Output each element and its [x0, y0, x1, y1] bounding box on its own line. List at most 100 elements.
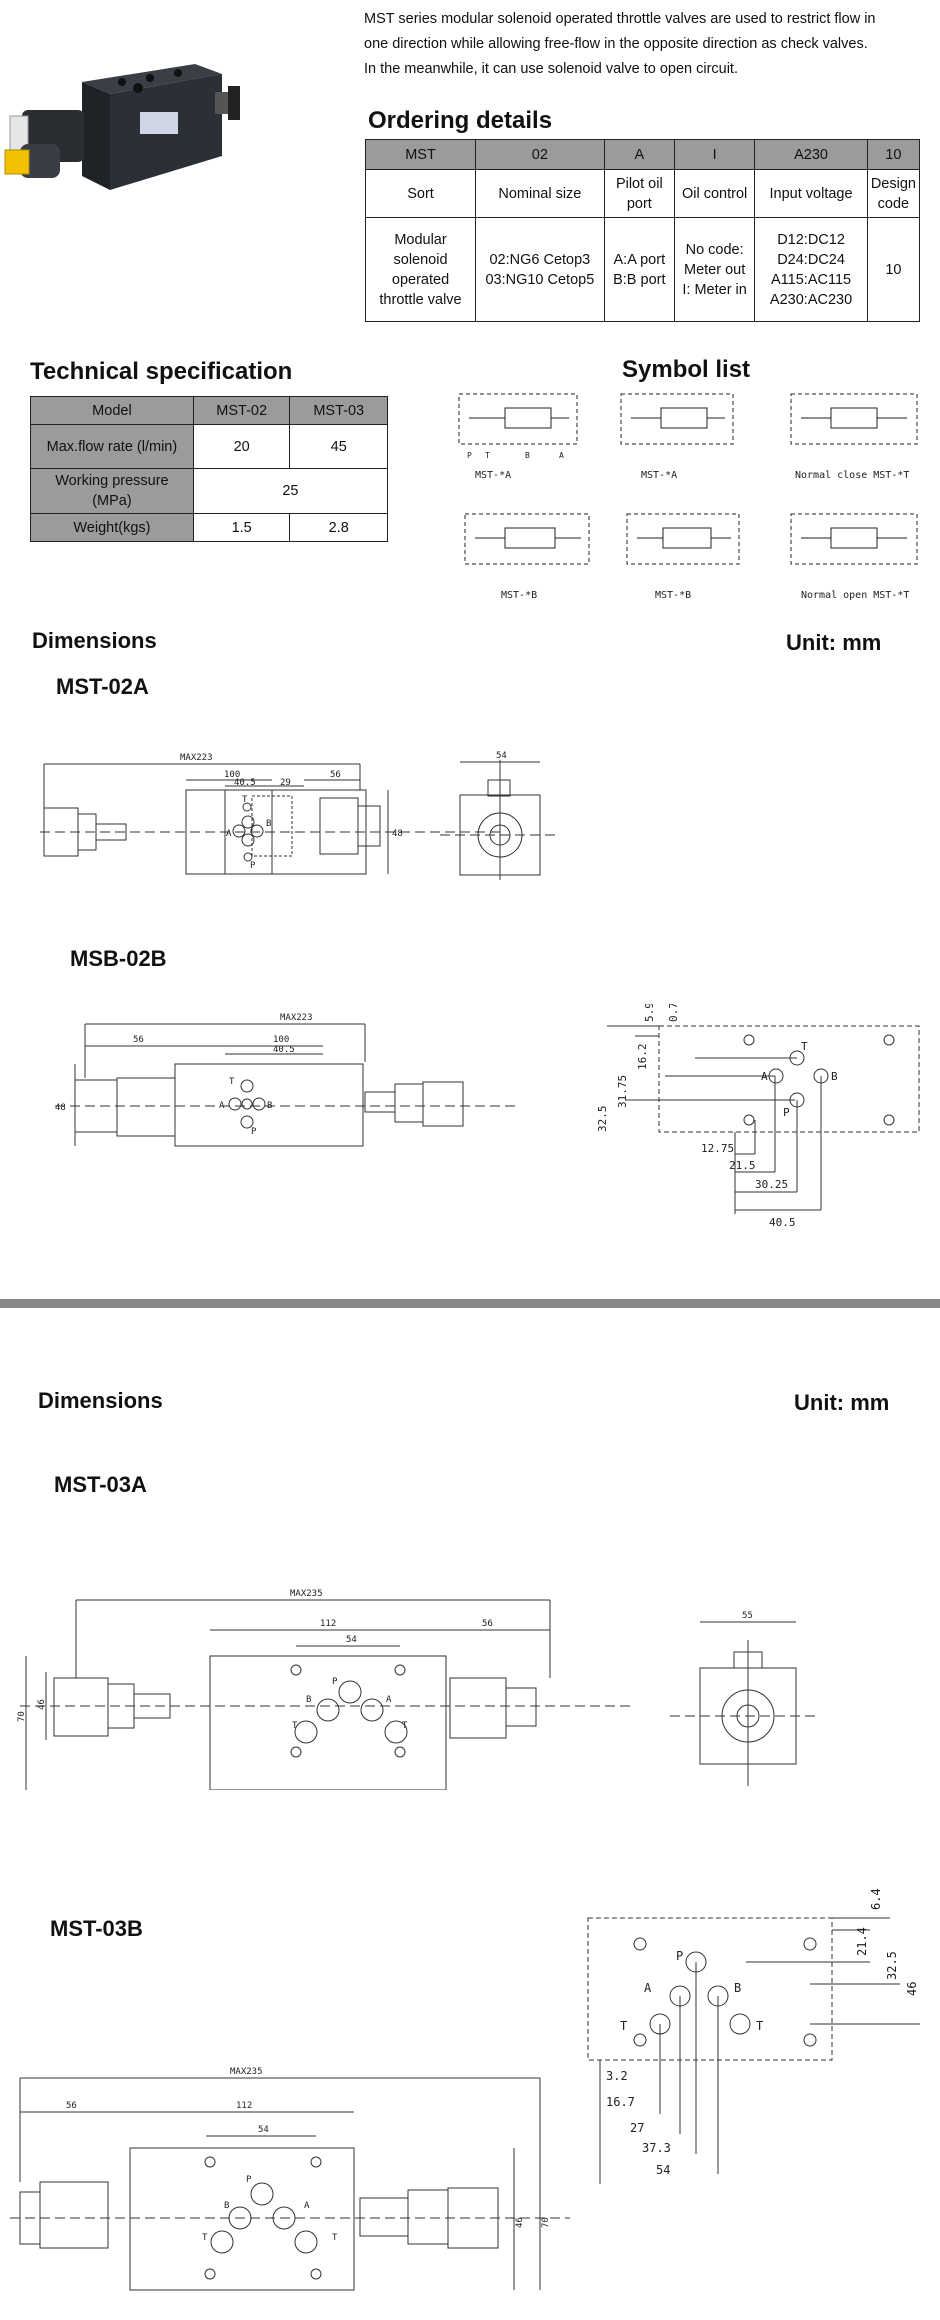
label-cell: Input voltage: [754, 169, 868, 218]
tech-label: Working pressure (MPa): [30, 468, 194, 514]
dim-text: MAX235: [230, 2067, 263, 2077]
port-text: P: [251, 1127, 257, 1137]
symbol-caption: Normal open MST-*T: [801, 590, 909, 601]
port-text: T: [332, 2233, 338, 2243]
symbol-caption: Normal close MST-*T: [795, 470, 909, 481]
mst02a-label: MST-02A: [56, 674, 149, 699]
label-cell: Oil control: [673, 169, 756, 218]
mst03a-label: MST-03A: [54, 1472, 147, 1497]
port-text: T: [202, 2233, 208, 2243]
symbol-title: Symbol list: [622, 356, 751, 383]
symbol-caption: MST-*A: [475, 470, 511, 481]
tech-header: Model: [30, 396, 194, 425]
dim-text: 40.5: [769, 1216, 796, 1229]
dim-text: 40.5: [234, 778, 256, 788]
tech-value: 1.5: [192, 513, 291, 542]
code-cell: I: [673, 139, 756, 170]
code-cell: A: [603, 139, 675, 170]
dim-text: 56: [133, 1035, 144, 1045]
port-text: T: [402, 1721, 408, 1731]
port-text: B: [267, 1101, 272, 1111]
dim-text: 6.4: [869, 1888, 883, 1910]
dims2-unit: Unit: mm: [794, 1390, 890, 1415]
tech-value: 25: [192, 468, 389, 514]
dim-text: 31.75: [616, 1075, 629, 1108]
port-label: P: [467, 451, 472, 460]
label-cell: Design code: [866, 169, 921, 218]
dim-text: 54: [258, 2125, 269, 2135]
port-text: P: [250, 861, 256, 871]
dim-text: 48: [392, 829, 403, 839]
dim-text: 46: [37, 1699, 47, 1710]
code-cell: 02: [475, 139, 605, 170]
dim-text: 112: [320, 1619, 336, 1629]
port-text: B: [266, 819, 271, 829]
dims1-title: Dimensions: [32, 628, 157, 653]
code-cell: A230: [754, 139, 868, 170]
dim-text: 56: [482, 1619, 493, 1629]
dim-text: 27: [630, 2121, 644, 2135]
dim-text: MAX223: [180, 753, 213, 763]
tech-value: 2.8: [289, 513, 388, 542]
msb02b-label: MSB-02B: [70, 946, 167, 971]
intro-line-2: one direction while allowing free-flow i…: [364, 36, 868, 52]
port-text: P: [246, 2175, 252, 2185]
tech-value: 45: [289, 424, 388, 469]
intro-text: MST series modular solenoid operated thr…: [364, 7, 940, 82]
tech-label: Max.flow rate (l/min): [30, 424, 194, 469]
dim-text: MAX235: [290, 1589, 323, 1599]
dim-text: 30.25: [755, 1178, 788, 1191]
tech-title: Technical specification: [30, 358, 293, 385]
dim-text: 112: [236, 2101, 252, 2111]
port-text: A: [304, 2201, 310, 2211]
port-text: A: [386, 1695, 392, 1705]
port-text: B: [831, 1070, 838, 1083]
port-text: A: [644, 1981, 652, 1995]
tech-header: MST-03: [289, 396, 388, 425]
dim-text: 48: [55, 1103, 66, 1113]
dim-text: 70: [541, 2217, 551, 2228]
symbol-caption: MST-*B: [655, 590, 691, 601]
tech-header: MST-02: [192, 396, 291, 425]
section-divider: [0, 1299, 940, 1308]
dim-text: 16.2: [636, 1044, 649, 1071]
port-text: A: [219, 1101, 225, 1111]
port-label: B: [525, 451, 530, 460]
port-text: T: [242, 795, 248, 805]
port-label: A: [559, 451, 564, 460]
dim-text: 46: [905, 1982, 919, 1996]
port-text: B: [734, 1981, 741, 1995]
dim-text: 16.7: [606, 2095, 635, 2109]
dim-text: 54: [656, 2163, 670, 2177]
port-text: B: [306, 1695, 311, 1705]
dim-text: 5.9: [643, 1004, 656, 1022]
msb02b-drawing: MAX223 56 100 40.5 48 T A B P 5.9 0.75 1…: [55, 996, 935, 1230]
mst03b-drawing: MAX235 56 112 54 46 70 P B A T T: [10, 2058, 570, 2298]
dim-text: 21.4: [855, 1927, 869, 1956]
mst03b-face-drawing: 6.4 21.4 32.5 46 3.2 16.7 27 37.3 54 P A…: [570, 1884, 940, 2184]
intro-line-3: In the meanwhile, it can use solenoid va…: [364, 61, 738, 77]
port-text: P: [783, 1106, 790, 1119]
mst02a-drawing: MAX223 100 40.5 29 56 48 54 T A B P: [40, 740, 930, 930]
dim-text: 56: [66, 2101, 77, 2111]
port-text: T: [292, 1721, 298, 1731]
dim-text: MAX223: [280, 1013, 313, 1023]
dim-text: 37.3: [642, 2141, 671, 2155]
port-label: T: [485, 451, 490, 460]
product-photo: [0, 52, 240, 197]
symbol-caption: MST-*B: [501, 590, 537, 601]
dim-text: 54: [346, 1635, 357, 1645]
label-cell: Nominal size: [475, 169, 605, 218]
dim-text: 0.75: [667, 1004, 680, 1022]
dims2-title: Dimensions: [38, 1388, 163, 1413]
symbol-caption: MST-*A: [641, 470, 677, 481]
dim-text: 46: [515, 2217, 525, 2228]
ordering-table: MST 02 A I A230 10 Sort Nominal size Pil…: [364, 139, 921, 322]
mst03b-label: MST-03B: [50, 1916, 143, 1941]
dim-text: 21.5: [729, 1159, 756, 1172]
dim-text: 56: [330, 770, 341, 780]
symbol-list: P T B A MST-*A MST-*A Normal close MST-*…: [455, 390, 940, 608]
